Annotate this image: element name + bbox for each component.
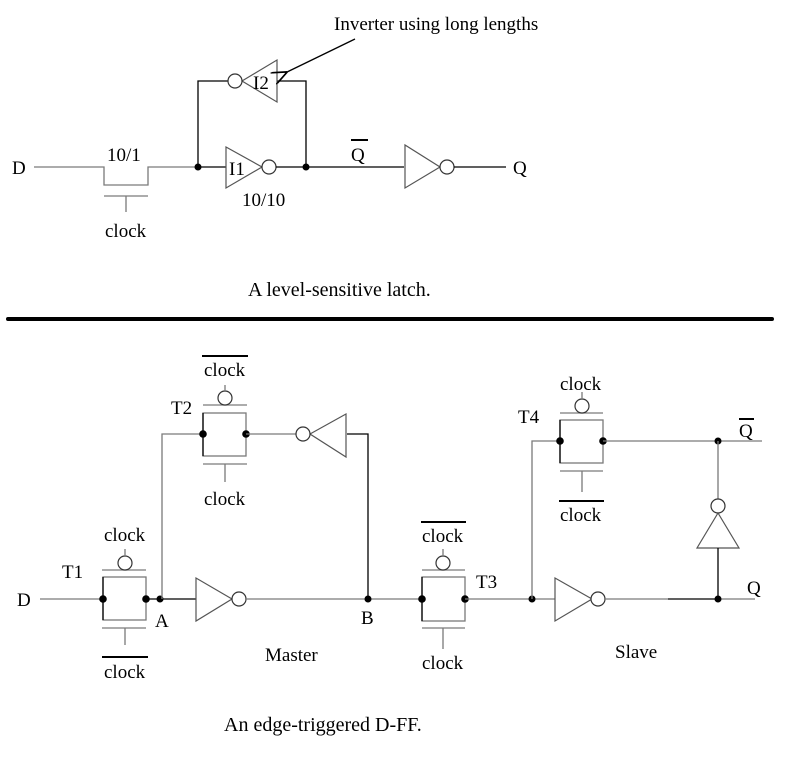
latch-output-bubble (439, 159, 455, 175)
t3-pmos-bubble (435, 555, 451, 571)
t2-left-node (199, 430, 207, 438)
latch-feedback-right-wire (277, 80, 307, 167)
dff-input-d-label: D (17, 590, 31, 611)
t1-label: T1 (62, 562, 83, 583)
master-label: Master (265, 645, 318, 666)
latch-qbar-label: Q (351, 145, 365, 166)
latch-output-inverter (404, 143, 442, 190)
master-inverter (195, 576, 234, 623)
master-inverter-bubble (231, 591, 247, 607)
t4-label: T4 (518, 407, 540, 428)
annotation-arrow (285, 38, 356, 73)
latch-q-label: Q (513, 158, 527, 179)
latch-i1-size: 10/10 (242, 190, 285, 211)
t2-top-clock-label: clock (204, 360, 246, 381)
master-feedback-bubble (295, 426, 311, 442)
t2-body (202, 412, 247, 457)
t3-body (421, 576, 466, 622)
latch-caption: A level-sensitive latch. (248, 279, 431, 301)
dff-q-label: Q (747, 578, 761, 599)
latch-junction-right (302, 163, 310, 171)
latch-clock-label: clock (105, 221, 147, 242)
t4-pmos-bubble (574, 398, 590, 414)
t2-label: T2 (171, 398, 192, 419)
master-feedback-left-wire (161, 433, 203, 599)
dff-caption: An edge-triggered D-FF. (224, 714, 422, 736)
t1-pmos-bubble (117, 555, 133, 571)
latch-diagram: D 10/1 clock I1 10/10 I2 Inverter using … (12, 14, 538, 301)
node-b-label: B (361, 608, 374, 629)
master-feedback-inverter (308, 412, 347, 459)
latch-transistor-size: 10/1 (107, 145, 141, 166)
latch-i2-bubble (227, 73, 243, 89)
t3-left-node (418, 595, 426, 603)
latch-i2-label: I2 (253, 73, 269, 94)
transmission-gate-t3: T3 clock clock (418, 521, 497, 674)
t4-top-clock-label: clock (560, 374, 602, 395)
t3-bottom-clock-label: clock (422, 653, 464, 674)
latch-annotation: Inverter using long lengths (334, 14, 538, 35)
slave-inverter (554, 576, 594, 623)
t3-label: T3 (476, 572, 497, 593)
latch-inverter-i1 (225, 145, 264, 190)
dff-qbar-label: Q (739, 421, 753, 442)
t2-pmos-bubble (217, 390, 233, 406)
slave-feedback-left-wire (531, 440, 560, 599)
latch-input-wire (34, 166, 198, 186)
t1-left-node (99, 595, 107, 603)
dff-diagram: D T1 clock clock A B Master (17, 355, 762, 736)
latch-junction-left (194, 163, 202, 171)
transmission-gate-t1: T1 clock clock (62, 525, 150, 683)
latch-feedback-left-wire (197, 80, 228, 167)
t1-body (102, 576, 147, 621)
t4-body (559, 419, 604, 464)
node-a-label: A (155, 611, 169, 632)
slave-feedback-inverter (695, 511, 741, 549)
t4-left-node (556, 437, 564, 445)
transmission-gate-t2: T2 clock clock (171, 355, 250, 510)
t3-top-clock-label: clock (422, 526, 464, 547)
latch-i1-bubble (261, 159, 277, 175)
t1-top-clock-label: clock (104, 525, 146, 546)
t1-bottom-clock-label: clock (104, 662, 146, 683)
t4-bottom-clock-label: clock (560, 505, 602, 526)
slave-feedback-bubble (710, 498, 726, 514)
slave-label: Slave (615, 642, 657, 663)
slave-inverter-bubble (590, 591, 606, 607)
t2-bottom-clock-label: clock (204, 489, 246, 510)
latch-input-d-label: D (12, 158, 26, 179)
latch-i1-label: I1 (229, 159, 245, 180)
master-feedback-right-wire (347, 433, 369, 599)
transmission-gate-t4: T4 clock clock (518, 374, 607, 526)
